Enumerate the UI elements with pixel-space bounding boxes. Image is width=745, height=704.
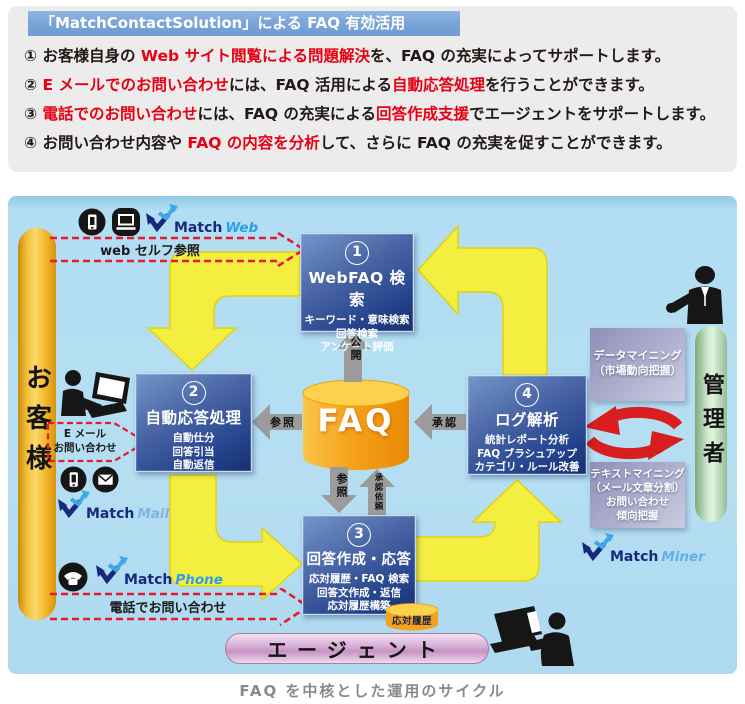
mobile-phone-icon-2: [60, 466, 87, 493]
reference-left-arrow: [252, 404, 302, 440]
box-answer-creation: 3 回答作成・応答 応対履歴・FAQ 検索 回答文作成・返信 応対履歴構築: [302, 515, 416, 615]
intro-line-3: ③ 電話でのお問い合わせには、FAQ の充実による回答作成支援でエージェントをサ…: [24, 105, 716, 123]
telephone-icon: [58, 562, 88, 592]
admin-label: 管理者: [699, 373, 724, 475]
faq-label: FAQ: [317, 403, 395, 439]
box1-number: 1: [345, 241, 369, 265]
faq-database-cylinder: FAQ: [301, 377, 411, 473]
text-mining-box: テキストマイニング （メール文章分割） お問い合わせ 傾向把握: [590, 462, 685, 528]
cycle-arrow-2-to-3: [169, 474, 304, 602]
customer-label: お客様: [21, 364, 52, 484]
match-web-logo: Match Web: [144, 204, 258, 236]
email-inquiry-label: E メール お問い合わせ: [53, 428, 117, 454]
admin-bar: 管理者: [695, 326, 727, 522]
intro-panel: 「MatchContactSolution」による FAQ 有効活用 ① お客様…: [8, 6, 737, 172]
reference-down-flow-label: 参照: [335, 473, 348, 499]
box3-number: 3: [347, 523, 371, 547]
computer-icon: [112, 208, 140, 236]
box-auto-response: 2 自動応答処理 自動仕分 回答引当 自動返信: [135, 373, 252, 472]
intro-line-1: ① お客様自身の Web サイト閲覧による問題解決を、FAQ の充実によってサポ…: [24, 47, 671, 65]
intro-line-2: ② E メールでのお問い合わせには、FAQ 活用による自動応答処理を行うことがで…: [24, 76, 654, 94]
match-zigzag-icon: [582, 533, 614, 562]
approval-flow-label: 承認: [432, 416, 458, 429]
reference-down-arrow: [321, 467, 357, 513]
web-self-reference-arrow: [50, 232, 306, 268]
flow-arrows: [252, 330, 466, 515]
box4-title: ログ解析: [494, 411, 559, 429]
box3-details: 応対履歴・FAQ 検索 回答文作成・返信 応対履歴構築: [308, 573, 410, 612]
intro-line-4: ④ お問い合わせ内容や FAQ の内容を分析して、さらに FAQ の充実を促すこ…: [24, 134, 672, 152]
box-webfaq-search: 1 WebFAQ 検索 キーワード・意味検索 回答検索 アンケート評価: [300, 233, 414, 353]
match-zigzag-icon: [146, 204, 178, 233]
diagram-caption: FAQ を中核とした運用のサイクル: [239, 682, 506, 700]
box-log-analysis: 4 ログ解析 統計レポート分析 FAQ ブラシュアップ カテゴリ・ルール改善: [467, 375, 587, 475]
web-self-reference-label: web セルフ参照: [100, 244, 200, 259]
agent-at-pc-icon: [490, 606, 574, 666]
page-title: 「MatchContactSolution」による FAQ 有効活用: [28, 11, 460, 36]
cycle-arrow-3-to-4: [412, 478, 563, 582]
history-database-cylinder: 応対履歴: [385, 602, 439, 632]
agent-label: エージェント: [267, 638, 447, 662]
box2-number: 2: [181, 381, 206, 405]
approval-request-flow-label: 承認依頼: [373, 473, 383, 511]
publish-arrow: [335, 330, 371, 382]
box2-details: 自動仕分 回答引当 自動返信: [172, 432, 215, 471]
box4-details: 統計レポート分析 FAQ ブラシュアップ カテゴリ・ルール改善: [474, 434, 580, 473]
box1-details: キーワード・意味検索 回答検索 アンケート評価: [304, 314, 410, 353]
data-mining-box: データマイニング （市場動向把握）: [590, 328, 685, 401]
agent-bar: エージェント: [225, 633, 489, 664]
approval-request-arrow: [359, 469, 395, 515]
match-zigzag-icon: [58, 490, 90, 519]
reference-left-flow-label: 参照: [270, 416, 296, 429]
phone-inquiry-label: 電話でお問い合わせ: [109, 601, 227, 616]
yellow-cycle-arrows: [146, 224, 563, 602]
intro-text: ① お客様自身の Web サイト閲覧による問題解決を、FAQ の充実によってサポ…: [24, 42, 730, 158]
publish-flow-label: 公開: [349, 336, 362, 362]
box1-title: WebFAQ 検索: [308, 269, 406, 309]
cycle-arrow-1-to-2: [146, 251, 301, 372]
recycle-arrows-icon: [584, 406, 684, 460]
match-phone-logo: Match Phone: [94, 556, 223, 588]
box3-title: 回答作成・応答: [306, 552, 412, 568]
cycle-arrow-4-to-1: [416, 224, 548, 376]
match-zigzag-icon: [96, 556, 128, 585]
box4-number: 4: [515, 383, 539, 407]
cycle-diagram: お客様 管理者 web セルフ参照: [8, 196, 737, 674]
match-mail-logo: Match Mail: [56, 490, 169, 522]
email-inquiry-arrow: [46, 421, 149, 463]
approval-arrow: [414, 404, 466, 440]
mobile-phone-icon: [78, 208, 106, 236]
envelope-icon: [92, 466, 119, 493]
match-miner-logo: Match Miner: [580, 533, 705, 565]
customer-at-pc-icon: [61, 370, 130, 418]
box2-title: 自動応答処理: [145, 409, 242, 427]
history-label: 応対履歴: [391, 616, 432, 627]
admin-person-icon: [666, 266, 723, 324]
